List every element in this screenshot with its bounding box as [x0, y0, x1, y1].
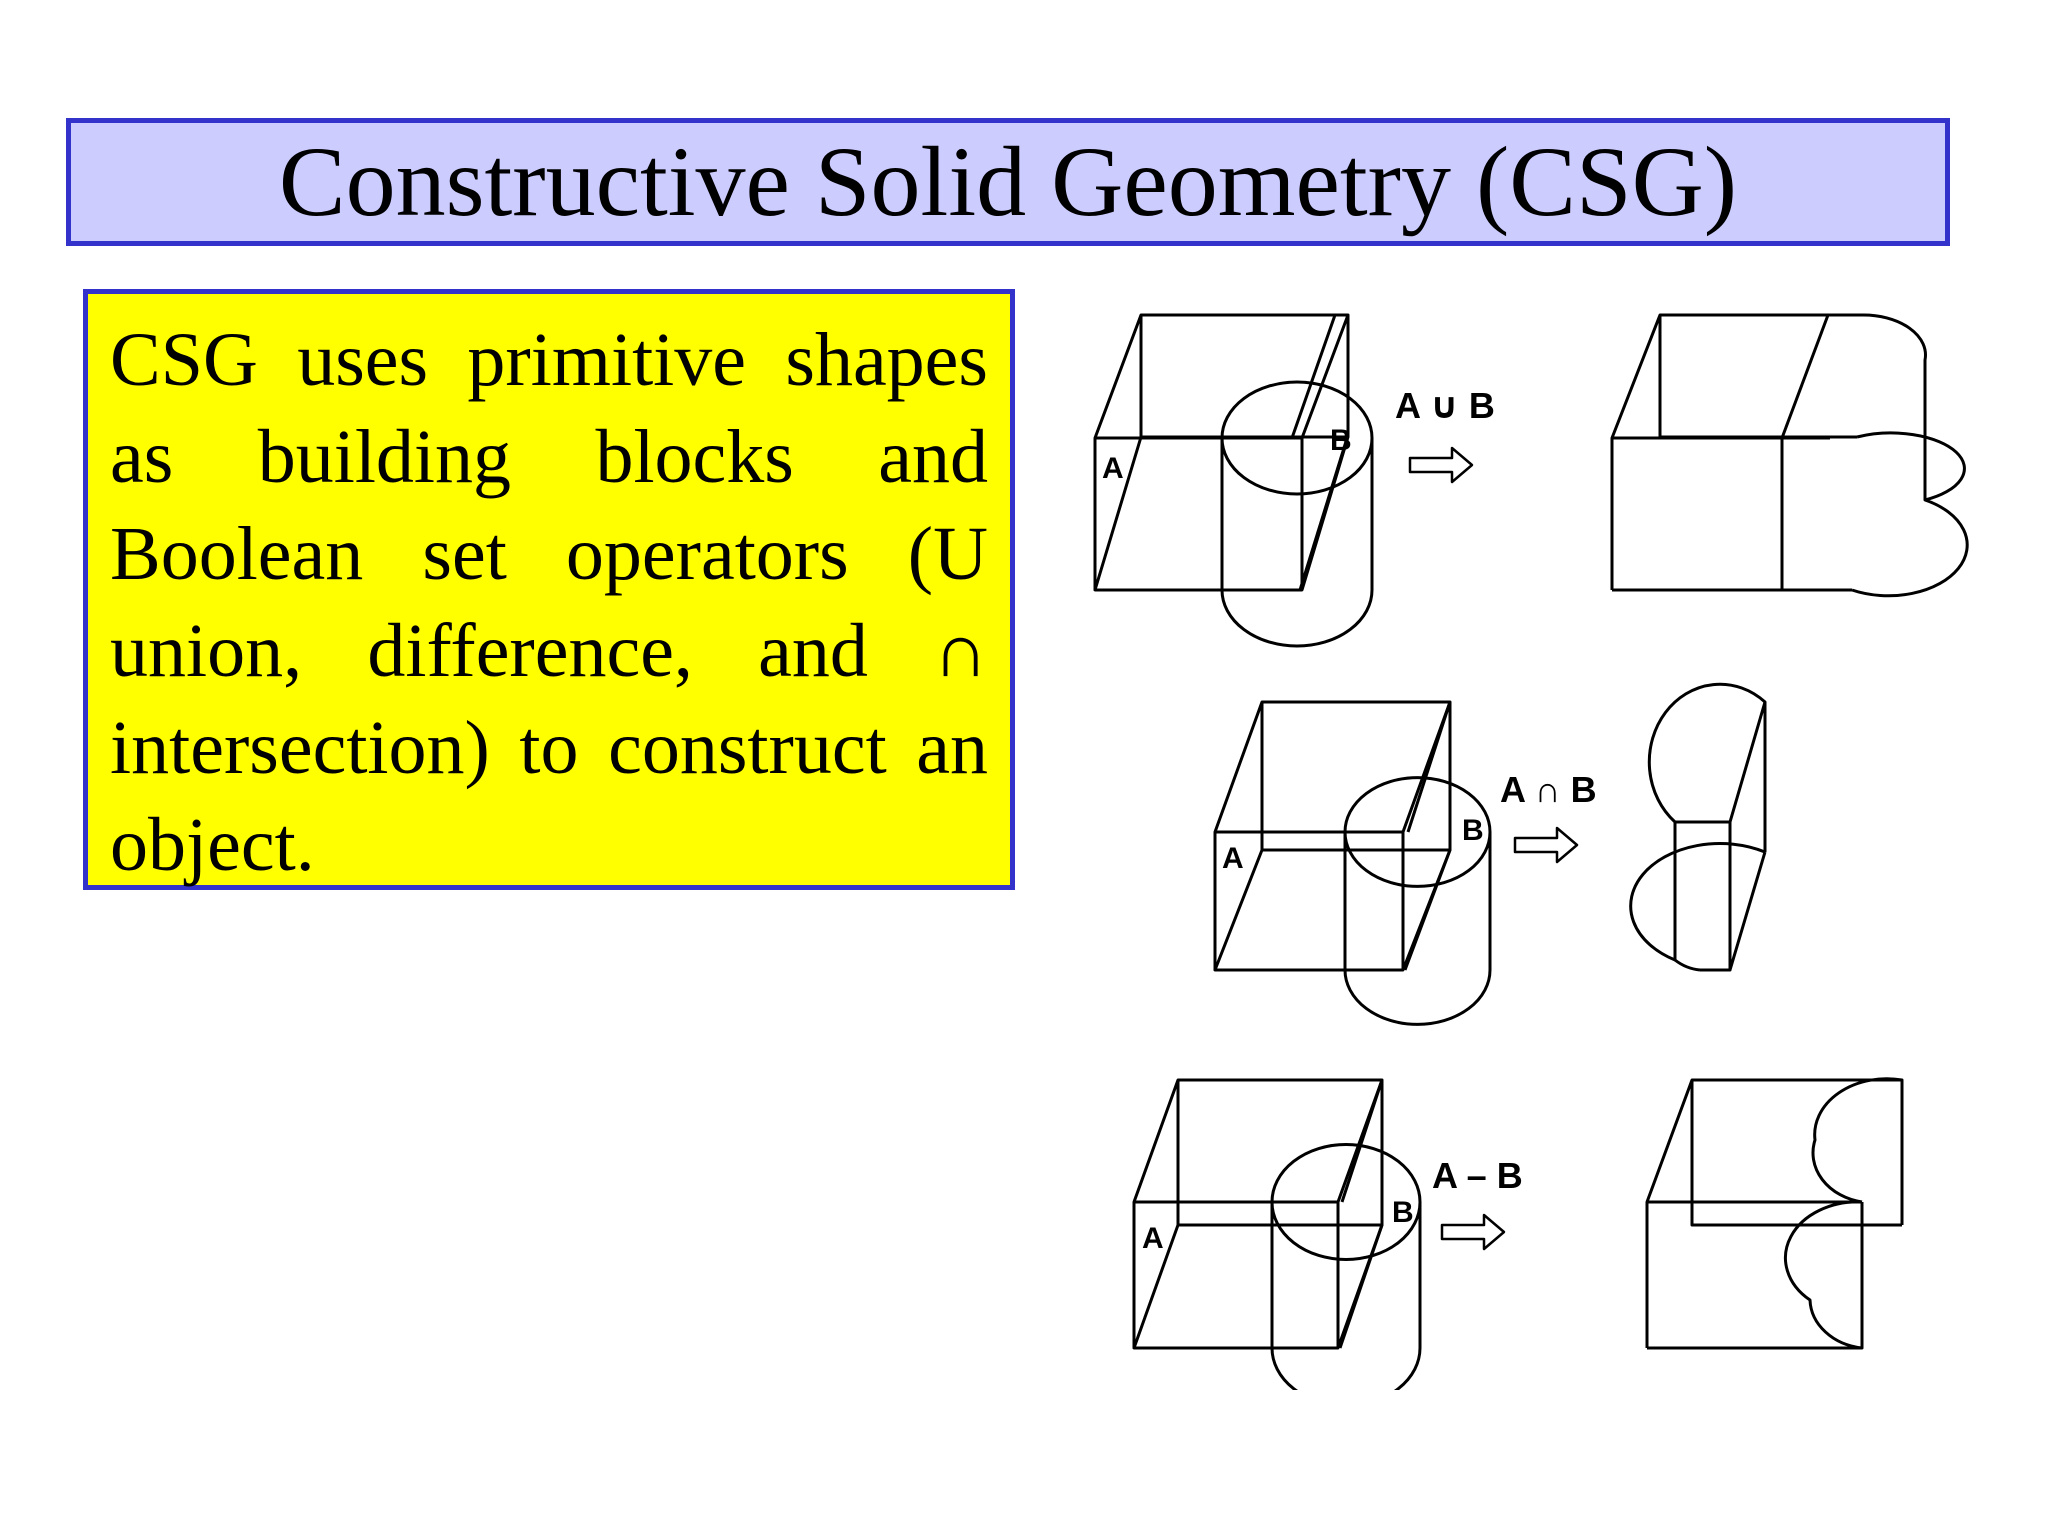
label-b: B — [1392, 1196, 1414, 1229]
description-text: CSG uses primitive shapes as building bl… — [110, 318, 988, 887]
intersection-label: A ∩ B — [1500, 769, 1597, 810]
label-a: A — [1102, 452, 1124, 485]
description-box: CSG uses primitive shapes as building bl… — [83, 289, 1015, 890]
union-label: A ∪ B — [1395, 385, 1495, 426]
union-operands: A B — [1093, 313, 1374, 648]
union-arrow-icon — [1408, 446, 1474, 484]
csg-diagram: A B A ∪ B A B A ∩ B — [1093, 313, 1969, 1390]
difference-arrow-icon — [1440, 1213, 1506, 1251]
label-a: A — [1142, 1222, 1164, 1255]
union-result — [1610, 313, 1969, 598]
difference-result — [1645, 1077, 1904, 1350]
intersection-operands: A B — [1213, 700, 1492, 1026]
intersection-arrow-icon — [1513, 826, 1579, 864]
slide-title: Constructive Solid Geometry (CSG) — [278, 126, 1738, 237]
difference-operands: A B — [1132, 1078, 1422, 1390]
label-b: B — [1330, 424, 1352, 457]
label-a: A — [1222, 842, 1244, 875]
intersection-result — [1629, 682, 1767, 972]
title-bar: Constructive Solid Geometry (CSG) — [66, 118, 1950, 246]
label-b: B — [1462, 814, 1484, 847]
difference-label: A – B — [1432, 1155, 1523, 1196]
